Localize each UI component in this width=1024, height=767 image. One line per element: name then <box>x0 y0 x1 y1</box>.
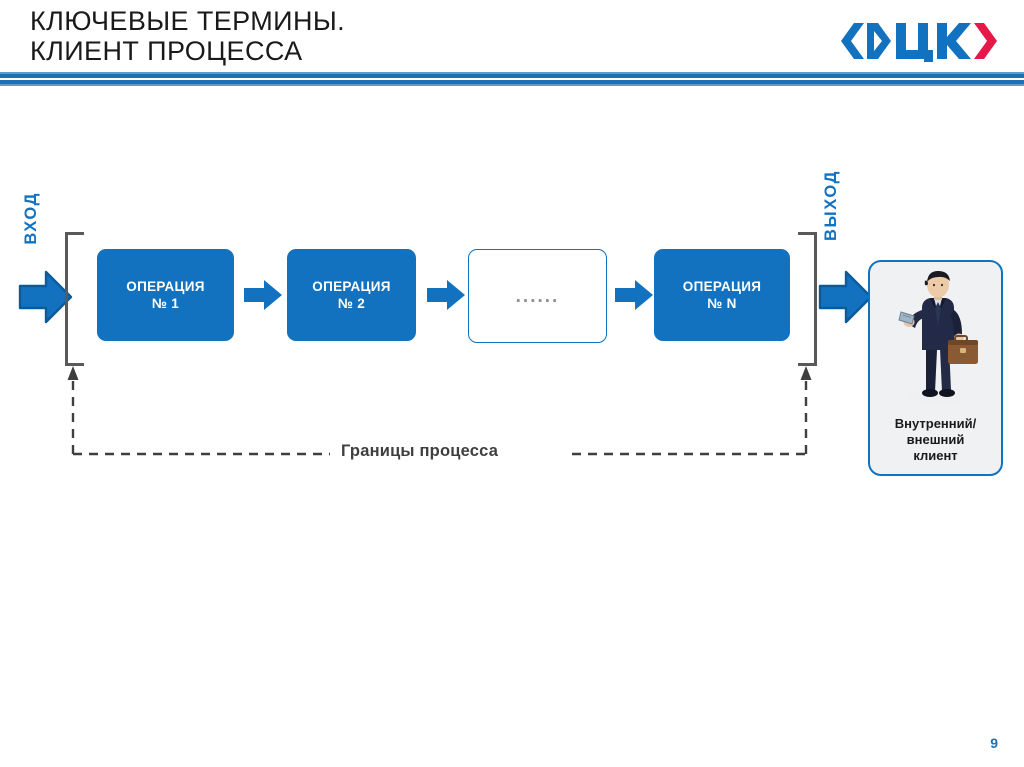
process-bracket-right <box>798 232 817 366</box>
flow-arrow-2-3-icon <box>426 278 466 312</box>
rck-logo <box>838 20 998 62</box>
process-bracket-left <box>65 232 84 366</box>
process-boundary-label: Границы процесса <box>332 442 508 461</box>
output-label: ВЫХОД <box>822 170 840 242</box>
flow-arrow-1-2-icon <box>243 278 283 312</box>
process-flow-diagram: ВХОД ОПЕРАЦИЯ № 1 ОПЕРАЦИЯ № 2 ...... ОП… <box>0 92 1024 692</box>
header-divider <box>0 72 1024 88</box>
page-number: 9 <box>990 735 998 751</box>
operation-box-n[interactable]: ОПЕРАЦИЯ № N <box>654 249 790 341</box>
slide-header: КЛЮЧЕВЫЕ ТЕРМИНЫ. КЛИЕНТ ПРОЦЕССА <box>0 0 1024 92</box>
client-label: Внутренний/ внешний клиент <box>894 416 977 463</box>
operation-box-2[interactable]: ОПЕРАЦИЯ № 2 <box>287 249 416 341</box>
businessman-illustration-icon <box>884 268 988 410</box>
input-label: ВХОД <box>22 192 40 245</box>
operation-box-ellipsis[interactable]: ...... <box>468 249 607 343</box>
operation-box-1[interactable]: ОПЕРАЦИЯ № 1 <box>97 249 234 341</box>
input-arrow-icon <box>18 269 73 325</box>
client-card[interactable]: Внутренний/ внешний клиент <box>868 260 1003 476</box>
flow-arrow-3-n-icon <box>614 278 654 312</box>
output-arrow-icon <box>818 269 873 325</box>
rck-logo-icon <box>841 23 997 62</box>
page-title: КЛЮЧЕВЫЕ ТЕРМИНЫ. КЛИЕНТ ПРОЦЕССА <box>30 6 346 66</box>
